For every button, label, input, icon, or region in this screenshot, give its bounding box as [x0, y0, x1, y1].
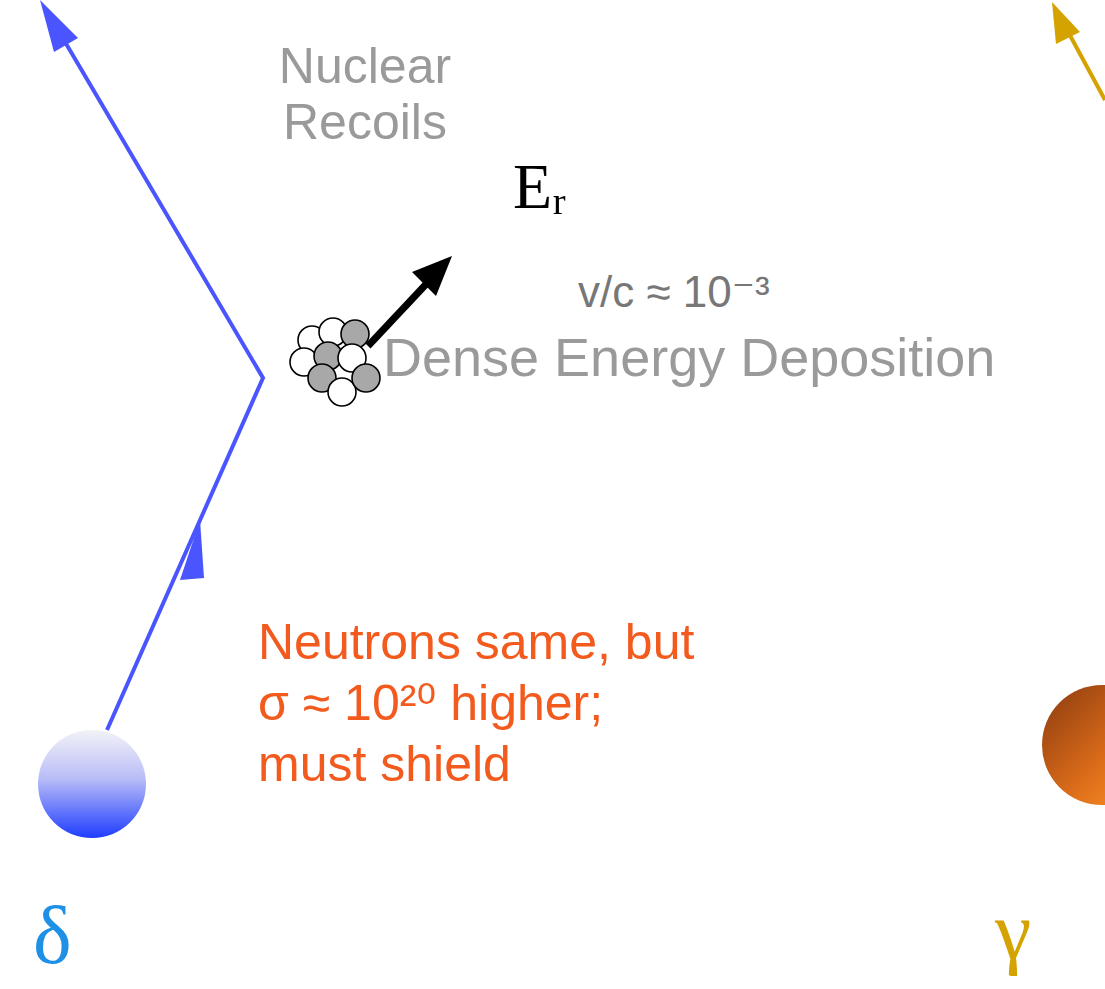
region-label: Dense Energy Deposition	[383, 328, 995, 387]
recoil-arrowhead	[412, 256, 452, 296]
photon-source-particle	[1042, 685, 1105, 805]
track-arrowhead	[180, 520, 204, 580]
dark-matter-particle	[38, 730, 146, 838]
energy-symbol: Eᵣ	[513, 152, 567, 222]
particle-track	[58, 30, 263, 730]
track-arrowhead	[40, 0, 78, 52]
photon-track	[1066, 28, 1105, 100]
warning-note: Neutrons same, but σ ≈ 10²⁰ higher; must…	[258, 612, 720, 795]
velocity-note: v/c ≈ 10⁻³	[578, 268, 770, 316]
nucleus-cluster	[290, 318, 380, 406]
region-label: Nuclear Recoils	[245, 38, 485, 150]
particle-symbol: δ	[33, 893, 72, 979]
photon-arrowhead	[1052, 2, 1080, 44]
particle-symbol: γ	[995, 888, 1031, 974]
